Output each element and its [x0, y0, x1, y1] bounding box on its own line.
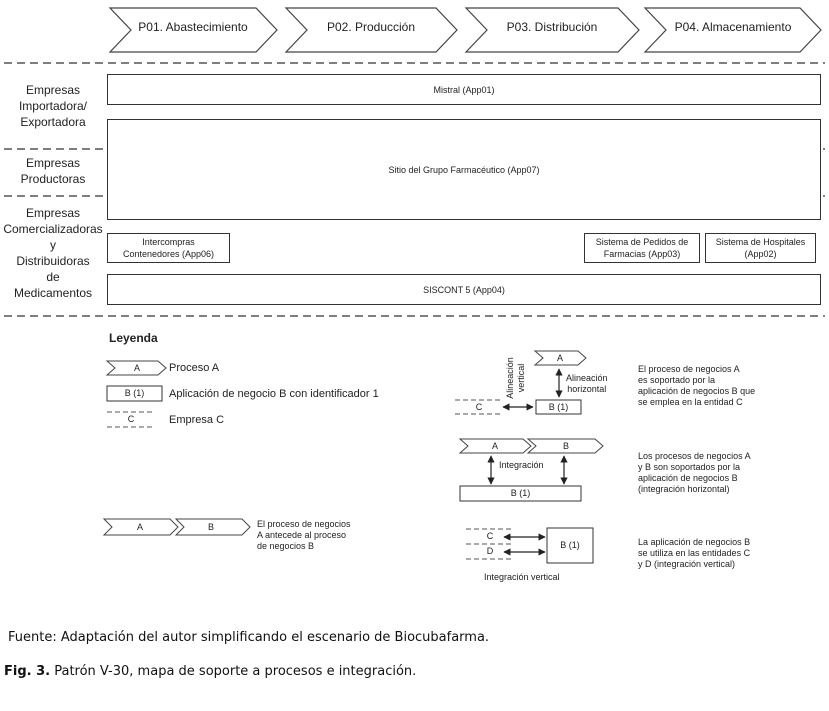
vert-app-label: B (1)	[560, 540, 580, 550]
app-box-hospitales: Sistema de Hospitales (App02)	[705, 233, 816, 263]
source-caption: Fuente: Adaptación del autor simplifican…	[8, 630, 490, 645]
align-horizontal-label: Alineación horizontal	[566, 373, 608, 395]
int-description-line: y B son soportados por la	[638, 462, 741, 472]
app-label: Contenedores (App06)	[122, 249, 215, 259]
legend-app-box	[106, 385, 163, 402]
process-label-p02: P02. Producción	[326, 20, 416, 34]
align-empresa-label: C	[475, 402, 483, 412]
int-description-line: (integración horizontal)	[638, 484, 730, 494]
align-description-line: aplicación de negocios B que	[638, 386, 756, 396]
app-box-intercompras: Intercompras Contenedores (App06)	[107, 233, 230, 263]
align-description-line: se emplea en la entidad C	[638, 397, 743, 407]
process-chevron-p04	[643, 7, 822, 53]
app-box-pedidos: Sistema de Pedidos de Farmacias (App03)	[584, 233, 700, 263]
int-process-label-a: A	[491, 441, 498, 451]
app-label: Mistral (App01)	[433, 84, 495, 95]
lane-label-line: Productoras	[20, 172, 86, 186]
int-process-chevron-b	[526, 438, 604, 454]
app-box-mistral: Mistral (App01)	[107, 74, 821, 105]
app-box-siscont: SISCONT 5 (App04)	[107, 274, 821, 305]
legend-title: Leyenda	[109, 331, 158, 345]
int-app-label: B (1)	[510, 488, 531, 498]
legend-empresa-text: Empresa C	[169, 414, 225, 426]
lane-label-line: Importadora/	[18, 99, 88, 113]
app-label: SISCONT 5 (App04)	[423, 284, 505, 295]
lane-label-line: Medicamentos	[13, 286, 93, 300]
align-description-line: El proceso de negocios A	[638, 364, 740, 374]
align-process-label: A	[556, 353, 563, 363]
app-label: Sistema de Pedidos de	[595, 237, 689, 247]
lane-label-line: Empresas	[25, 156, 81, 170]
int-label: Integración	[499, 460, 544, 470]
app-label: (App02)	[744, 249, 777, 259]
lane-label-line: de	[46, 270, 60, 284]
align-vertical-line: Alineación	[505, 357, 515, 399]
vert-label: Integración vertical	[484, 572, 560, 582]
app-label: Sitio del Grupo Farmacéutico (App07)	[388, 164, 540, 175]
lane-label-line: Distribuidoras	[16, 254, 90, 268]
process-chevron-p01	[108, 7, 278, 53]
align-horizontal-line: horizontal	[567, 384, 607, 394]
legend-process-chevron	[105, 360, 167, 376]
lane-label-importadora: Empresas Importadora/ Exportadora	[0, 82, 106, 130]
int-process-chevron-a	[458, 438, 532, 454]
int-app-box	[459, 485, 582, 502]
figure-caption: Fig. 3. Patrón V-30, mapa de soporte a p…	[4, 664, 416, 679]
int-description-line: aplicación de negocios B	[638, 473, 738, 483]
lane-label-line: Comercializadoras	[3, 222, 103, 236]
figure-caption-text: Patrón V-30, mapa de soporte a procesos …	[50, 664, 417, 679]
lane-label-line: y	[50, 238, 56, 252]
legend-app-box-label: B (1)	[124, 388, 145, 398]
lane-label-line: Empresas	[25, 206, 81, 220]
align-horizontal-line: Alineación	[566, 373, 608, 383]
int-description-line: Los procesos de negocios A	[638, 451, 751, 461]
lane-label-comercializadoras: Empresas Comercializadoras y Distribuido…	[0, 205, 106, 301]
int-description: Los procesos de negocios A y B son sopor…	[638, 451, 751, 495]
vert-description: La aplicación de negocios B se utiliza e…	[638, 537, 750, 570]
legend-empresa-label: C	[127, 414, 135, 424]
legend-app-text: Aplicación de negocio B con identificado…	[169, 388, 379, 400]
legend-process-text: Proceso A	[169, 362, 220, 374]
align-process-chevron	[533, 350, 587, 366]
app-label: Farmacias (App03)	[603, 249, 681, 259]
vert-app-box	[546, 527, 594, 564]
lane-label-line: Empresas	[25, 83, 81, 97]
seq-description-line: de negocios B	[257, 541, 315, 551]
align-vertical-line: vertical	[516, 363, 526, 393]
align-app-label: B (1)	[548, 402, 569, 412]
lane-label-productoras: Empresas Productoras	[0, 155, 106, 187]
seq-description-line: El proceso de negocios	[257, 519, 351, 529]
app-label: Intercompras	[142, 237, 195, 247]
seq-description: El proceso de negocios A antecede al pro…	[257, 519, 351, 552]
align-description: El proceso de negocios A es soportado po…	[638, 364, 755, 408]
process-chevron-p02	[284, 7, 458, 53]
seq-label-a: A	[136, 522, 143, 532]
align-description-line: es soportado por la	[638, 375, 716, 385]
vert-label-d: D	[486, 546, 494, 556]
app-box-sitio: Sitio del Grupo Farmacéutico (App07)	[107, 119, 821, 220]
app-label: Sistema de Hospitales	[715, 237, 806, 247]
align-vertical-label: Alineación vertical	[505, 348, 527, 408]
seq-process-chevron-b	[174, 518, 251, 536]
align-app-box	[535, 399, 582, 415]
process-chevron-p03	[464, 7, 640, 53]
vert-description-line: se utiliza en las entidades C	[638, 548, 751, 558]
figure-number: Fig. 3.	[4, 664, 51, 679]
process-label-p01: P01. Abastecimiento	[138, 20, 248, 34]
seq-process-chevron-a	[102, 518, 179, 536]
seq-label-b: B	[207, 522, 214, 532]
lane-label-line: Exportadora	[20, 115, 86, 129]
int-process-label-b: B	[562, 441, 569, 451]
legend-process-box-label: A	[133, 363, 140, 373]
seq-description-line: A antecede al proceso	[257, 530, 347, 540]
vert-label-c: C	[486, 531, 494, 541]
vert-description-line: y D (integración vertical)	[638, 559, 736, 569]
vert-description-line: La aplicación de negocios B	[638, 537, 751, 547]
process-label-p04: P04. Almacenamiento	[674, 20, 792, 34]
process-label-p03: P03. Distribución	[506, 20, 598, 34]
